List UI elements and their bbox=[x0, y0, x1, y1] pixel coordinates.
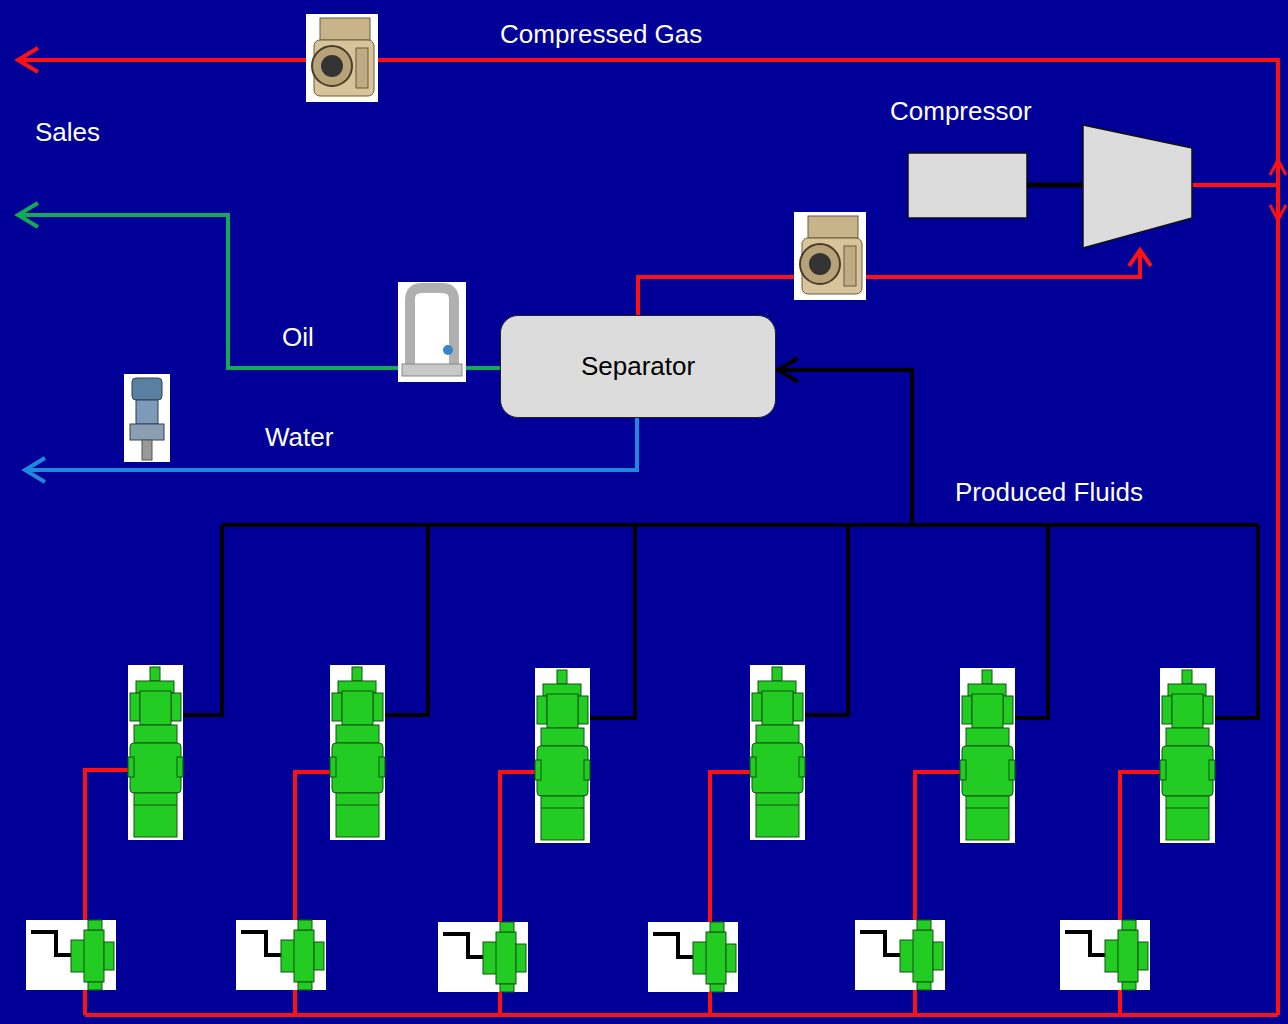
shaft-line bbox=[1027, 183, 1083, 188]
compressor-body bbox=[1083, 125, 1192, 248]
connector-line bbox=[638, 250, 1140, 315]
motor-box bbox=[908, 153, 1027, 218]
stream-label: Water bbox=[265, 423, 333, 453]
pressure-transmitter bbox=[124, 374, 170, 462]
stream-label: Produced Fluids bbox=[955, 478, 1143, 508]
separator-vessel: Separator bbox=[500, 315, 776, 418]
stream-label: Oil bbox=[282, 323, 314, 353]
node-text: Separator bbox=[581, 352, 695, 382]
arrow-head bbox=[1129, 250, 1151, 266]
node-text: Compressor bbox=[890, 97, 1032, 127]
gas-connector bbox=[638, 250, 1151, 315]
coriolis-meter bbox=[398, 282, 466, 382]
stream-label: Sales bbox=[35, 118, 100, 148]
stream-label: Compressed Gas bbox=[500, 20, 702, 50]
compressor-unit: Compressor bbox=[880, 95, 1200, 250]
